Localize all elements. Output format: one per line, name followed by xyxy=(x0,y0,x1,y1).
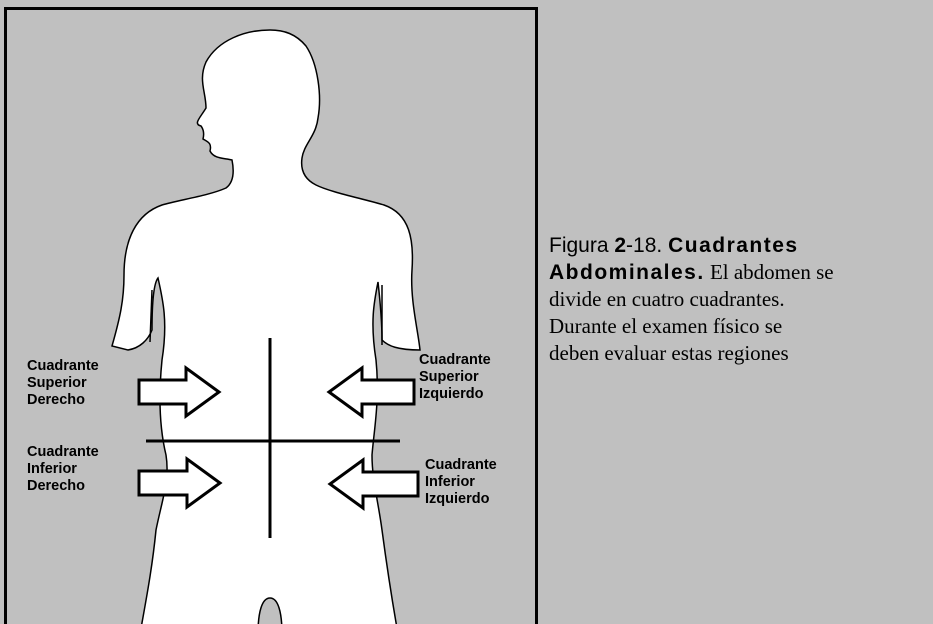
caption-line-2: Abdominales. El abdomen se xyxy=(549,259,933,286)
label-lower-left-quadrant: Cuadrante Inferior Izquierdo xyxy=(425,457,497,508)
caption-line-3: divide en cuatro cuadrantes. xyxy=(549,286,933,313)
caption-line-5: deben evaluar estas regiones xyxy=(549,340,933,367)
label-line: Izquierdo xyxy=(425,491,497,508)
caption-line-1: Figura 2-18. Cuadrantes xyxy=(549,232,933,259)
figure-panel: Cuadrante Superior Derecho Cuadrante Sup… xyxy=(4,7,538,624)
label-upper-right-quadrant: Cuadrante Superior Derecho xyxy=(27,358,99,409)
label-line: Izquierdo xyxy=(419,386,491,403)
label-line: Derecho xyxy=(27,392,99,409)
caption-line-4: Durante el examen físico se xyxy=(549,313,933,340)
caption-title-part1: Cuadrantes xyxy=(668,234,799,257)
label-line: Inferior xyxy=(27,461,99,478)
figure-caption: Figura 2-18. Cuadrantes Abdominales. El … xyxy=(549,232,933,367)
figure-number: 2 xyxy=(614,234,626,257)
label-line: Cuadrante xyxy=(27,358,99,375)
label-upper-left-quadrant: Cuadrante Superior Izquierdo xyxy=(419,352,491,403)
body-silhouette xyxy=(112,30,420,624)
label-line: Inferior xyxy=(425,474,497,491)
caption-title-part2: Abdominales. xyxy=(549,261,705,284)
label-line: Derecho xyxy=(27,478,99,495)
label-line: Cuadrante xyxy=(27,444,99,461)
label-line: Cuadrante xyxy=(419,352,491,369)
figure-prefix: Figura xyxy=(549,234,614,257)
label-lower-right-quadrant: Cuadrante Inferior Derecho xyxy=(27,444,99,495)
label-line: Superior xyxy=(419,369,491,386)
abdominal-quadrants-diagram xyxy=(4,7,538,624)
label-line: Superior xyxy=(27,375,99,392)
label-line: Cuadrante xyxy=(425,457,497,474)
figure-suffix: -18. xyxy=(626,234,668,257)
caption-text: El abdomen se xyxy=(705,260,834,284)
